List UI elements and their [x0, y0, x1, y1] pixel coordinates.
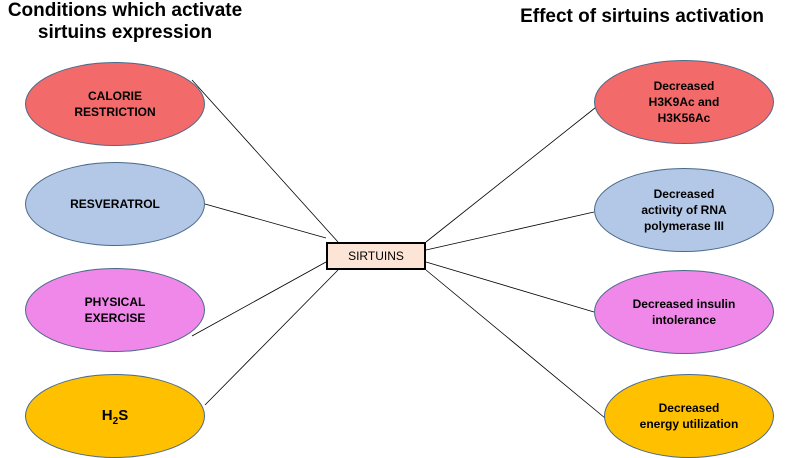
condition-node-physical-exercise: PHYSICAL EXERCISE	[25, 268, 205, 352]
node-label-line: Decreased	[653, 79, 715, 93]
connector-energy-utilization	[425, 269, 606, 419]
node-label-line: Decreased	[653, 187, 715, 201]
node-label-line: RESVERATROL	[70, 197, 160, 211]
node-label-line: H3K56Ac	[657, 111, 711, 125]
effects-heading: Effect of sirtuins activation	[497, 6, 785, 28]
node-label-line: intolerance	[651, 313, 717, 327]
effect-node-decreased-rna-polymerase: Decreased activity of RNA polymerase III	[594, 168, 774, 252]
node-label-line: CALORIE	[88, 89, 142, 103]
conditions-heading-line: Conditions which activate	[7, 0, 243, 21]
connector-rna-polymerase	[425, 211, 595, 251]
effect-node-decreased-h3k9ac-h3k56ac: Decreased H3K9Ac and H3K56Ac	[594, 60, 774, 144]
node-label-line: H3K9Ac and	[648, 95, 720, 109]
connector-resveratrol	[204, 203, 327, 239]
sirtuins-hub-label: SIRTUINS	[348, 249, 404, 263]
effects-heading-line: Effect of sirtuins activation	[520, 6, 764, 27]
conditions-heading: Conditions which activate sirtuins expre…	[0, 0, 250, 44]
h2s-formula: H2S	[101, 407, 129, 427]
conditions-heading-line: sirtuins expression	[37, 22, 213, 43]
node-label-line: PHYSICAL	[84, 295, 146, 309]
condition-node-resveratrol: RESVERATROL	[25, 162, 205, 246]
formula-tail: S	[118, 407, 129, 424]
formula-subscript: 2	[112, 416, 119, 427]
node-label-line: EXERCISE	[84, 311, 146, 325]
condition-node-calorie-restriction: CALORIE RESTRICTION	[25, 62, 205, 146]
formula-base: H	[101, 407, 113, 424]
condition-node-h2s: H2S	[25, 374, 205, 458]
node-label-line: Decreased insulin	[632, 297, 736, 311]
node-label-line: activity of RNA	[641, 203, 727, 217]
node-label-line: RESTRICTION	[74, 105, 156, 119]
sirtuins-hub-node: SIRTUINS	[326, 242, 426, 270]
node-label-line: Decreased	[658, 401, 720, 415]
effect-node-decreased-energy-utilization: Decreased energy utilization	[604, 374, 774, 458]
connector-h3k9ac	[425, 103, 601, 243]
node-label-line: polymerase III	[643, 219, 725, 233]
connector-calorie-restriction	[191, 79, 339, 243]
connector-physical-exercise	[191, 261, 327, 337]
connector-h2s	[204, 269, 339, 406]
effect-node-decreased-insulin-intolerance: Decreased insulin intolerance	[594, 270, 774, 354]
node-label-line: energy utilization	[639, 417, 739, 431]
connector-insulin-intolerance	[425, 261, 595, 313]
